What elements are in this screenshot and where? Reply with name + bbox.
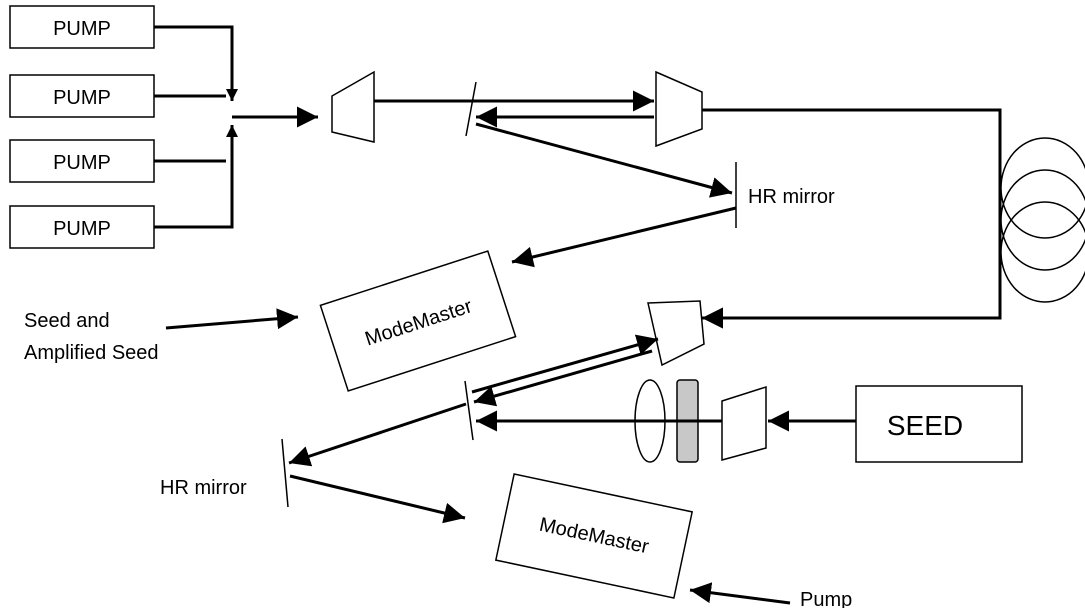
pump-box-4: PUMP — [9, 205, 155, 249]
hr-mirror-top-label: HR mirror — [748, 186, 835, 208]
beam-splitter-top — [465, 81, 477, 137]
pump-combiner-lines — [154, 25, 318, 229]
pump-box-1: PUMP — [9, 5, 155, 49]
seed-label: SEED — [887, 410, 963, 441]
pump-box-2: PUMP — [9, 74, 155, 118]
hr-mirror-bottom-label: HR mirror — [160, 477, 247, 499]
fiber-coil — [1000, 137, 1085, 303]
beam-to-modemaster-bottom — [289, 474, 466, 524]
return-beam-bottom — [473, 349, 653, 407]
pump-label-1: PUMP — [53, 18, 111, 40]
pump-label-2: PUMP — [53, 87, 111, 109]
modemaster-bottom: ModeMaster — [494, 473, 694, 599]
seed-note-line1: Seed and — [24, 310, 110, 332]
beam-to-hr-mirror-bottom — [288, 402, 467, 467]
seed-box: SEED — [855, 385, 1023, 463]
modemaster-top: ModeMaster — [319, 250, 517, 392]
pump-label-3: PUMP — [53, 152, 111, 174]
seed-note-line2: Amplified Seed — [24, 342, 159, 364]
seed-collimator — [721, 385, 767, 461]
beam-to-coupler-bottom — [471, 334, 659, 394]
fiber-path — [702, 108, 1002, 329]
pump-label-4: PUMP — [53, 218, 111, 240]
double-arrow-head — [304, 112, 314, 122]
beam-to-modemaster-top — [511, 206, 737, 268]
pump-note-pointer — [689, 582, 791, 605]
pump-note-label: Pump — [800, 589, 852, 608]
seed-note-pointer — [165, 308, 299, 330]
fiber-coupler-bottom — [647, 300, 705, 367]
pump-collimator-lens — [331, 70, 375, 143]
hr-mirror-bottom — [281, 438, 289, 508]
beam-to-hr-mirror-top — [475, 122, 733, 198]
beam-splitter-bottom — [464, 380, 474, 441]
pump-box-3: PUMP — [9, 139, 155, 183]
fiber-coupler-top — [655, 70, 703, 148]
